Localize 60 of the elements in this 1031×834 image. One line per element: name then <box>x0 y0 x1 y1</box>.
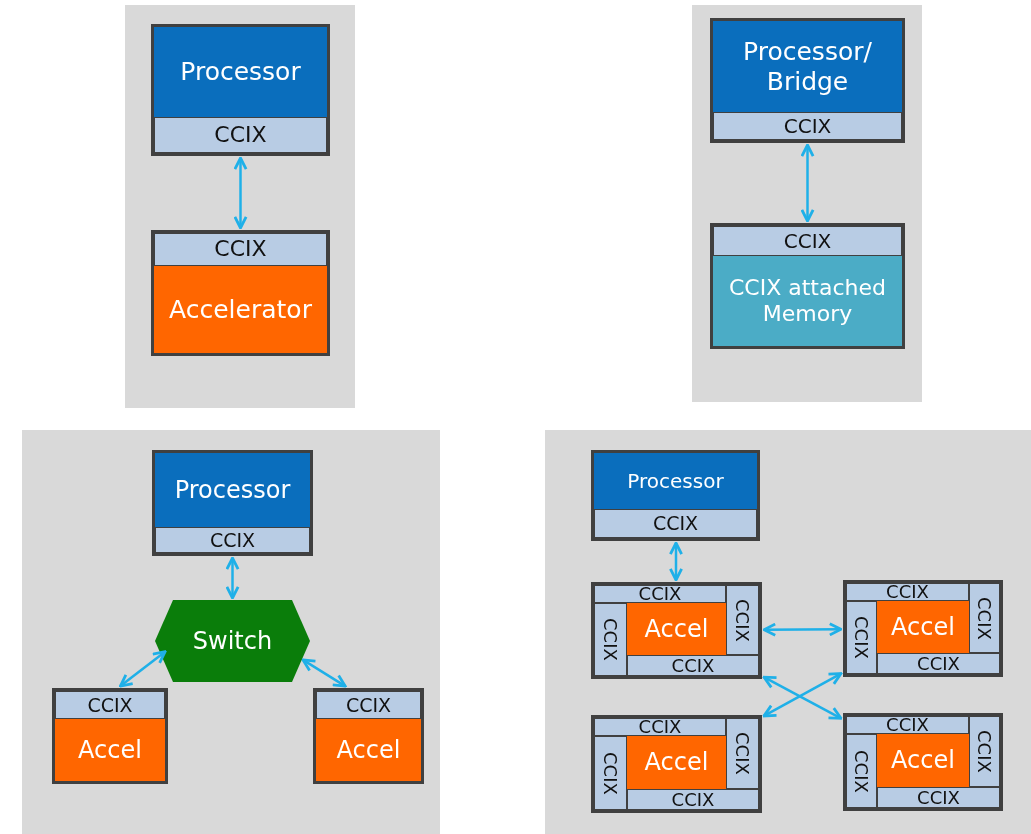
processor-block: Processor <box>594 453 757 509</box>
switch-label: Switch <box>192 627 273 655</box>
interface-strip: CCIX <box>713 226 902 256</box>
device-box <box>843 580 1003 677</box>
double-arrow <box>762 622 843 637</box>
interface-strip: CCIX <box>594 603 627 676</box>
device-box <box>52 688 168 784</box>
accelerator-block: Accel <box>55 719 165 781</box>
interface-strip: CCIX <box>594 585 726 603</box>
processor-block: Processor <box>155 453 310 527</box>
processor-block: Processor/ Bridge <box>713 21 902 112</box>
interface-strip: CCIX <box>969 716 1000 787</box>
interface-strip: CCIX <box>877 787 1000 808</box>
device-box <box>591 450 760 541</box>
interface-strip: CCIX <box>726 718 759 789</box>
accelerator-block: Accel <box>877 601 969 653</box>
interface-strip: CCIX <box>846 583 969 601</box>
interface-strip: CCIX <box>154 117 327 153</box>
interface-strip: CCIX <box>155 527 310 553</box>
device-box <box>710 223 905 349</box>
device-box <box>843 713 1003 811</box>
interface-strip: CCIX <box>594 509 757 538</box>
panel-background <box>22 430 440 834</box>
double-arrow <box>301 658 347 688</box>
interface-strip: CCIX <box>846 734 877 808</box>
interface-strip: CCIX <box>154 233 327 266</box>
double-arrow <box>119 650 167 688</box>
double-arrow <box>233 156 248 230</box>
interface-strip: CCIX <box>55 691 165 719</box>
accelerator-block: Accel <box>877 734 969 787</box>
device-box <box>591 715 762 813</box>
interface-strip: CCIX <box>726 585 759 655</box>
double-arrow <box>225 556 240 600</box>
device-box <box>313 688 424 784</box>
interface-strip: CCIX <box>877 653 1000 674</box>
panel-background <box>545 430 1031 834</box>
interface-strip: CCIX <box>316 691 421 719</box>
device-box <box>151 24 330 156</box>
double-arrow <box>669 541 683 582</box>
accelerator-block: Accel <box>316 719 421 781</box>
interface-strip: CCIX <box>846 601 877 674</box>
device-box <box>591 582 762 679</box>
accelerator-block: Accelerator <box>154 266 327 353</box>
double-arrow <box>800 143 815 223</box>
interface-strip: CCIX <box>713 112 902 140</box>
interface-strip: CCIX <box>594 718 726 736</box>
interface-strip: CCIX <box>627 789 759 810</box>
memory-block: CCIX attached Memory <box>713 256 902 346</box>
processor-block: Processor <box>154 27 327 117</box>
accelerator-block: Accel <box>627 603 726 655</box>
interface-strip: CCIX <box>969 583 1000 653</box>
accelerator-block: Accel <box>627 736 726 789</box>
panel-background <box>692 5 922 402</box>
interface-strip: CCIX <box>846 716 969 734</box>
interface-strip: CCIX <box>594 736 627 810</box>
panel-background <box>125 5 355 408</box>
device-box <box>151 230 330 356</box>
device-box <box>152 450 313 556</box>
interface-strip: CCIX <box>627 655 759 676</box>
device-box <box>710 18 905 143</box>
